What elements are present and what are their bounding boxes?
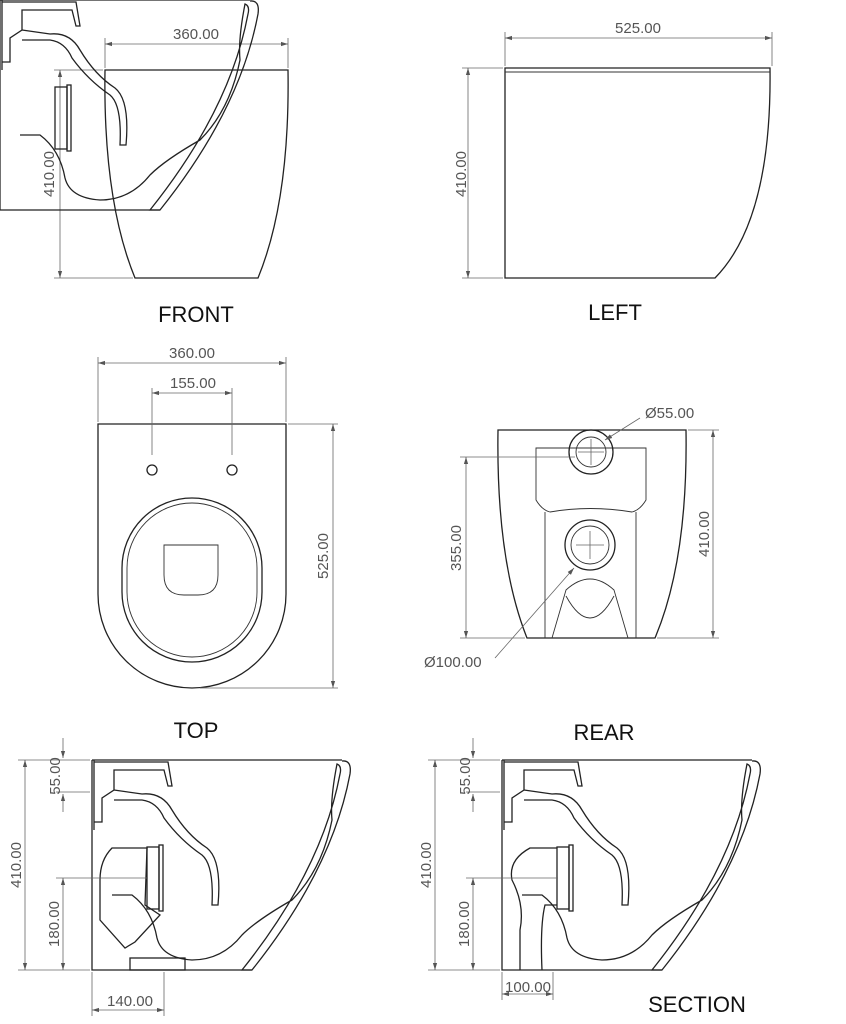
section-left-outlet-offset-label: 140.00 [107,993,153,1010]
inlet-leader [604,417,641,441]
outlet-connector [129,957,186,971]
front-outline [104,69,289,279]
hole-spacing-label: 155.00 [170,375,216,392]
front-view: 360.00 410.00 FRONT [41,26,289,327]
rear-outline [497,429,687,639]
section-left-outlet-height-label: 180.00 [46,901,63,947]
outlet-flange [54,86,68,150]
section-left-top-offset-label: 55.00 [47,757,64,795]
section-right-top-offset-label: 55.00 [457,757,474,795]
section-right-outlet-offset-label: 100.00 [505,979,551,996]
left-depth-label: 525.00 [615,20,661,37]
section-right-drawing [501,759,761,971]
front-width-label: 360.00 [173,26,219,43]
outlet-diameter-label: Ø100.00 [424,654,482,671]
rear-height-label: 410.00 [696,511,713,557]
left-height-label: 410.00 [453,151,470,197]
inlet-height-label: 355.00 [448,525,465,571]
seat-opening [163,544,219,596]
outlet-leader [494,567,575,659]
front-height-label: 410.00 [41,151,58,197]
left-outline [504,67,771,279]
top-view: 360.00 155.00 525.00 TOP [97,345,338,743]
waste-outlet [564,519,616,571]
seat-hole-right [226,464,238,476]
p-trap-outlet [99,847,161,949]
left-view: 525.00 410.00 LEFT [453,20,773,325]
rear-view-title: REAR [573,720,634,745]
section-profile [0,0,259,211]
section-view-left: 410.00 55.00 180.00 140.00 [8,738,351,1016]
inlet-diameter-label: Ø55.00 [645,405,694,422]
top-width-label: 360.00 [169,345,215,362]
seat-hole-left [146,464,158,476]
left-view-title: LEFT [588,300,642,325]
section-right-height-label: 410.00 [418,842,435,888]
section-view-right: 410.00 55.00 180.00 100.00 SECTION [418,738,761,1017]
section-right-outlet-height-label: 180.00 [456,901,473,947]
top-depth-label: 525.00 [315,533,332,579]
front-view-title: FRONT [158,302,234,327]
rear-view: Ø55.00 Ø100.00 355.00 410.00 REAR [424,405,719,745]
top-outline [97,423,287,689]
top-view-title: TOP [174,718,219,743]
section-left-height-label: 410.00 [8,842,25,888]
water-inlet [568,429,614,475]
section-left-drawing [91,759,351,971]
section-view-title: SECTION [648,992,746,1017]
seat-outline [121,497,263,663]
